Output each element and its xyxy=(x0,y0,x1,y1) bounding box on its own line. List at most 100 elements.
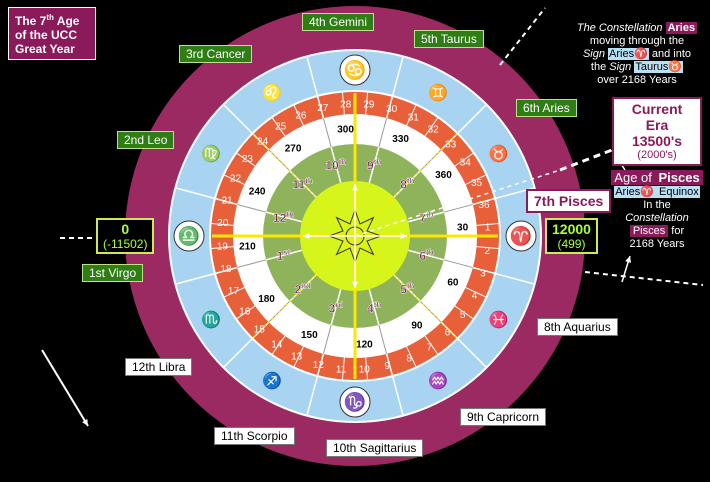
age-label-cancer: 3rd Cancer xyxy=(179,45,253,63)
gemini-glyph-icon: ♊ xyxy=(428,83,448,102)
number-divider xyxy=(465,174,486,185)
number-divider xyxy=(271,117,286,137)
age-label-scorpio: 11th Scorpio xyxy=(214,427,295,445)
center-arrow-up-head xyxy=(351,184,359,191)
degree-label: 300 xyxy=(337,124,354,135)
degree-label: 270 xyxy=(285,144,302,155)
upper-dashed-line xyxy=(499,7,546,66)
ring-number: 33 xyxy=(445,140,457,151)
zodiac-marker-circle xyxy=(173,220,205,252)
age-label-libra: 12th Libra xyxy=(125,358,193,376)
ring-number: 27 xyxy=(317,103,329,114)
ring-number: 11 xyxy=(336,364,347,375)
number-divider xyxy=(215,198,238,205)
number-divider xyxy=(454,305,474,320)
number-divider xyxy=(211,222,234,226)
age-label-aquarius: 8th Aquarius xyxy=(537,318,618,336)
ring-number: 4 xyxy=(472,290,478,301)
capricorn-glyph-icon: ♑ xyxy=(344,391,366,412)
ring-number: 35 xyxy=(471,178,483,189)
number-divider xyxy=(215,267,238,274)
number-divider xyxy=(386,353,393,376)
ring-number: 3 xyxy=(480,269,486,280)
number-divider xyxy=(271,335,286,355)
start-marker: 0 (-11502) xyxy=(96,218,155,254)
seventh-pisces-label: 7th Pisces xyxy=(526,189,612,213)
zodiac-marker-circle xyxy=(505,220,537,252)
number-divider xyxy=(424,117,439,137)
cancer-glyph-icon: ♋ xyxy=(344,59,366,80)
number-divider xyxy=(465,287,486,298)
age-label-sagittarius: 10th Sagittarius xyxy=(326,439,424,457)
degree-label: 90 xyxy=(411,320,423,331)
era-dashed-line xyxy=(354,169,561,237)
number-divider xyxy=(341,357,345,380)
degree-label: 30 xyxy=(457,223,469,234)
ring-number: 34 xyxy=(460,158,472,169)
degree-tick xyxy=(443,259,473,269)
center-arrow-down-head xyxy=(351,281,359,288)
number-divider xyxy=(236,152,256,167)
age-label-aries: 6th Aries xyxy=(516,99,577,117)
ring-number: 26 xyxy=(295,110,307,121)
ring-number: 24 xyxy=(257,136,269,147)
ring-number: 31 xyxy=(408,112,420,123)
degree-tick xyxy=(378,324,388,354)
scorpio-glyph-icon: ♏ xyxy=(201,310,221,329)
ring-number: 5 xyxy=(460,310,466,321)
ring-number: 23 xyxy=(242,154,254,165)
degree-tick xyxy=(322,118,332,148)
ring-number: 29 xyxy=(363,100,375,111)
degree-label: 240 xyxy=(249,186,266,197)
ring-number: 30 xyxy=(386,104,398,115)
diagram-title: The 7th Age of the UCC Great Year xyxy=(8,7,96,60)
number-divider xyxy=(406,105,417,126)
degree-tick xyxy=(237,259,267,269)
ring-number: 36 xyxy=(478,200,490,211)
center-arrow-left-head xyxy=(303,232,310,240)
ring-number: 6 xyxy=(445,328,451,339)
number-divider xyxy=(386,96,393,119)
ring-number: 28 xyxy=(340,99,352,110)
number-divider xyxy=(454,152,474,167)
white-arrow-lower-left-head xyxy=(82,419,88,426)
leo-glyph-icon: ♌ xyxy=(262,83,282,102)
virgo-glyph-icon: ♍ xyxy=(201,144,221,163)
ring-number: 1 xyxy=(485,223,491,234)
number-divider xyxy=(365,357,369,380)
degree-label: 120 xyxy=(356,340,373,351)
degree-tick xyxy=(443,203,473,213)
constellation-aries-note: The Constellation Aries moving through t… xyxy=(576,22,698,86)
age-label-gemini: 4th Gemini xyxy=(302,13,375,31)
degree-label: 60 xyxy=(447,278,459,289)
age-label-capricorn: 9th Capricorn xyxy=(460,408,547,426)
number-divider xyxy=(476,246,499,250)
number-divider xyxy=(211,246,234,250)
ring-number: 7 xyxy=(427,342,433,353)
aries-glyph-icon: ♈ xyxy=(510,225,532,246)
current-era-box: Current Era 13500's (2000's) xyxy=(612,97,702,166)
ring-number: 32 xyxy=(428,124,440,135)
ring-number: 12 xyxy=(313,360,325,371)
number-divider xyxy=(317,96,324,119)
sagittarius-glyph-icon: ♐ xyxy=(262,371,282,390)
degree-label: 180 xyxy=(258,294,275,305)
ring-number: 14 xyxy=(271,340,283,351)
number-divider xyxy=(472,267,495,274)
taurus-glyph-icon: ♉ xyxy=(489,144,509,163)
ring-number: 2 xyxy=(484,246,490,257)
number-divider xyxy=(293,346,304,367)
ring-number: 20 xyxy=(217,218,229,229)
degree-label: 150 xyxy=(301,330,318,341)
center-arrow-right-head xyxy=(400,232,407,240)
ring-number: 25 xyxy=(275,122,287,133)
age-label-virgo: 1st Virgo xyxy=(82,264,144,282)
ring-number: 13 xyxy=(291,352,303,363)
ring-number: 8 xyxy=(406,354,412,365)
libra-glyph-icon: ♎ xyxy=(178,225,200,246)
current-marker: 12000 (499) xyxy=(545,218,598,254)
zodiac-marker-circle xyxy=(339,386,371,418)
number-divider xyxy=(293,105,304,126)
pisces-glyph-icon: ♓ xyxy=(489,310,509,329)
